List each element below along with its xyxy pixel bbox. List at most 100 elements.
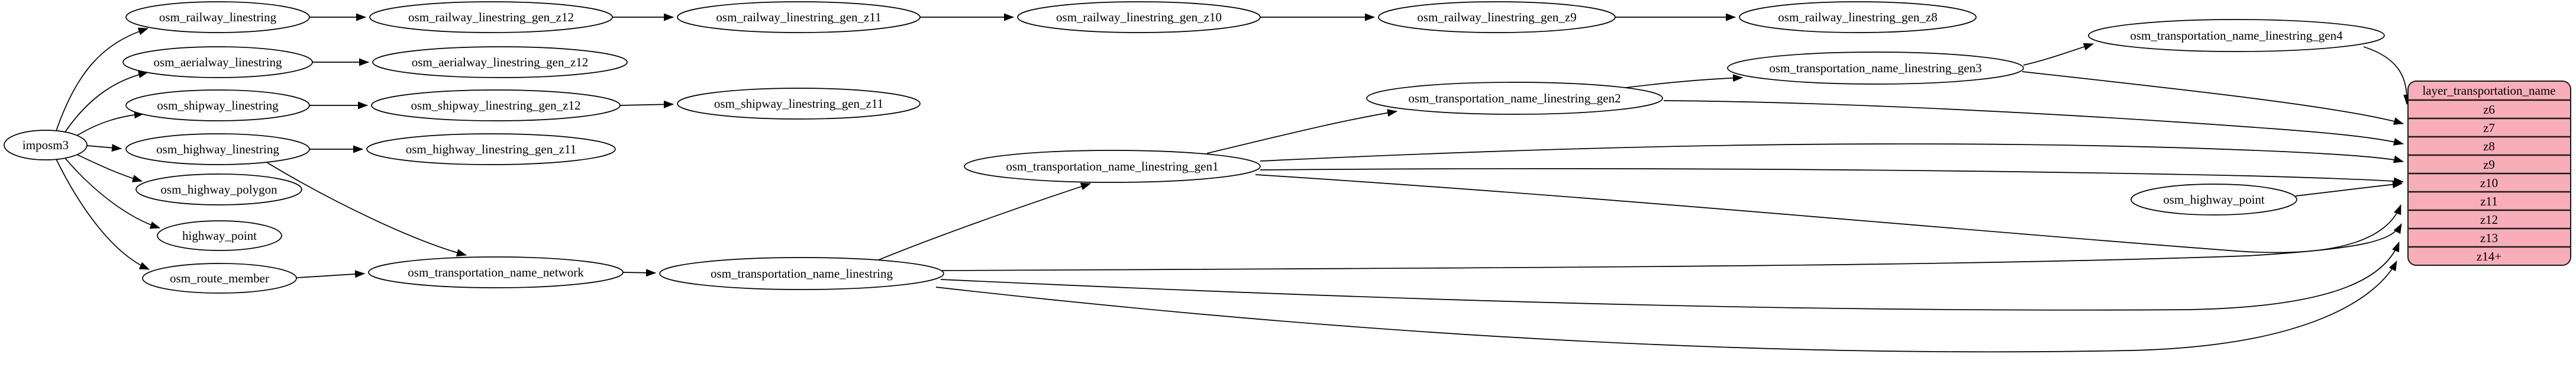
table-row-z12: z12: [2480, 213, 2498, 227]
node-osm_transportation_name_linestring-label: osm_transportation_name_linestring: [711, 266, 893, 281]
node-osm_railway_linestring: osm_railway_linestring: [125, 1, 310, 33]
edge-name_linestring-z13: [940, 242, 2400, 311]
node-osm_railway_linestring_gen_z9-shape: [1378, 1, 1616, 33]
edge-layer: [56, 13, 2412, 353]
node-osm_route_member: osm_route_member: [142, 263, 297, 294]
node-osm_transportation_name_network-shape: [368, 256, 624, 288]
edge-gen1-z9: [1260, 143, 2404, 163]
edge-gen4-z6: [2363, 46, 2412, 105]
edge-imposm3-osm_highway_linestring: [86, 144, 122, 152]
node-osm_highway_linestring_gen_z11: osm_highway_linestring_gen_z11: [366, 133, 616, 165]
table-row-z8: z8: [2483, 139, 2495, 153]
node-highway_point-label: highway_point: [182, 229, 257, 243]
node-osm_transportation_name_linestring_gen4-shape: [2088, 19, 2385, 52]
node-osm_transportation_name_linestring_gen3-label: osm_transportation_name_linestring_gen3: [1769, 61, 1981, 75]
table-row-z7: z7: [2483, 121, 2495, 135]
node-osm_shipway_linestring-shape: [125, 89, 310, 121]
node-osm_railway_linestring_gen_z10-shape: [1017, 1, 1261, 33]
node-osm_shipway_linestring: osm_shipway_linestring: [125, 89, 310, 121]
node-osm_shipway_linestring-label: osm_shipway_linestring: [157, 98, 279, 112]
node-osm_transportation_name_linestring_gen3: osm_transportation_name_linestring_gen3: [1727, 52, 2024, 85]
node-osm_railway_linestring_gen_z12-label: osm_railway_linestring_gen_z12: [408, 10, 574, 24]
node-osm_transportation_name_linestring_gen1: osm_transportation_name_linestring_gen1: [964, 150, 1261, 183]
node-osm_shipway_linestring_gen_z12: osm_shipway_linestring_gen_z12: [371, 89, 621, 121]
table-row-z14plus: z14+: [2477, 249, 2501, 263]
edge-gen1-z11: [1255, 174, 2401, 253]
node-osm_transportation_name_linestring-shape: [659, 257, 944, 290]
node-osm_highway_polygon-label: osm_highway_polygon: [160, 182, 277, 197]
node-osm_highway_polygon-shape: [135, 173, 302, 205]
node-osm_railway_linestring_gen_z8: osm_railway_linestring_gen_z8: [1739, 1, 1977, 33]
table-row-z10: z10: [2480, 176, 2498, 190]
node-osm_railway_linestring_gen_z8-label: osm_railway_linestring_gen_z8: [1778, 10, 1937, 24]
node-osm_transportation_name_linestring_gen2-label: osm_transportation_name_linestring_gen2: [1408, 91, 1621, 105]
node-osm_shipway_linestring_gen_z12-shape: [371, 89, 621, 121]
node-osm_transportation_name_linestring_gen3-shape: [1727, 52, 2024, 85]
node-osm_highway_linestring: osm_highway_linestring: [125, 133, 310, 165]
node-osm_aerialway_linestring_gen_z12-shape: [372, 46, 628, 78]
edge-osm_highway_linestring-name_network: [267, 162, 467, 257]
node-osm_aerialway_linestring: osm_aerialway_linestring: [122, 46, 313, 78]
edge-gen3-z7: [2022, 71, 2404, 125]
node-osm_highway_linestring_gen_z11-label: osm_highway_linestring_gen_z11: [406, 142, 577, 156]
node-osm_aerialway_linestring_gen_z12-label: osm_aerialway_linestring_gen_z12: [412, 55, 589, 69]
edge-imposm3-osm_highway_polygon: [76, 154, 143, 182]
node-osm_railway_linestring-label: osm_railway_linestring: [159, 10, 277, 24]
edge-gen1-gen2: [1206, 109, 1397, 154]
edge-imposm3-osm_shipway_linestring: [76, 111, 144, 136]
edge-imposm3-osm_railway_linestring: [56, 27, 149, 131]
edge-imposm3-osm_aerialway_linestring: [64, 70, 149, 133]
node-osm_railway_linestring_gen_z10-label: osm_railway_linestring_gen_z10: [1056, 10, 1222, 24]
node-imposm3: imposm3: [4, 130, 88, 160]
edge-osm_route_member-name_network: [296, 270, 365, 278]
node-osm_transportation_name_linestring_gen2: osm_transportation_name_linestring_gen2: [1366, 82, 1663, 115]
node-osm_transportation_name_linestring: osm_transportation_name_linestring: [659, 257, 944, 290]
node-osm_highway_linestring-label: osm_highway_linestring: [156, 142, 279, 156]
node-osm_highway_point: osm_highway_point: [2130, 184, 2297, 216]
node-osm_shipway_linestring_gen_z12-label: osm_shipway_linestring_gen_z12: [411, 98, 581, 112]
node-osm_shipway_linestring_gen_z11-shape: [677, 88, 921, 120]
edge-name_linestring-z12: [941, 223, 2402, 271]
node-osm_shipway_linestring_gen_z11-label: osm_shipway_linestring_gen_z11: [714, 97, 883, 111]
table-row-z13: z13: [2480, 231, 2498, 245]
node-osm_railway_linestring_gen_z9-label: osm_railway_linestring_gen_z9: [1417, 10, 1576, 24]
node-osm_railway_linestring_gen_z11: osm_railway_linestring_gen_z11: [677, 1, 921, 33]
node-osm_highway_linestring-shape: [125, 133, 310, 165]
node-osm_railway_linestring-shape: [125, 1, 310, 33]
node-osm_highway_polygon: osm_highway_polygon: [135, 173, 302, 205]
table-title: layer_transportation_name: [2422, 83, 2555, 98]
edge-gen3-gen4: [2023, 43, 2094, 66]
node-osm_railway_linestring_gen_z10: osm_railway_linestring_gen_z10: [1017, 1, 1261, 33]
node-osm_transportation_name_linestring_gen4-label: osm_transportation_name_linestring_gen4: [2130, 28, 2343, 43]
edge-gen1-z10: [1260, 168, 2404, 185]
node-osm_railway_linestring_gen_z11-label: osm_railway_linestring_gen_z11: [716, 10, 881, 24]
node-osm_highway_point-shape: [2130, 184, 2297, 216]
edge-imposm3-osm_route_member: [56, 159, 150, 270]
node-osm_railway_linestring_gen_z9: osm_railway_linestring_gen_z9: [1378, 1, 1616, 33]
node-osm_highway_point-label: osm_highway_point: [2163, 192, 2265, 207]
table-layer_transportation_name: layer_transportation_name z6 z7 z8 z9 z1…: [2407, 81, 2571, 266]
node-osm_transportation_name_linestring_gen1-label: osm_transportation_name_linestring_gen1: [1006, 159, 1218, 173]
node-osm_railway_linestring_gen_z12: osm_railway_linestring_gen_z12: [369, 1, 613, 33]
edge-name_linestring-gen1: [875, 182, 1091, 262]
edge-name_linestring-z14: [935, 261, 2397, 353]
node-imposm3-label: imposm3: [22, 138, 69, 152]
node-osm_route_member-label: osm_route_member: [170, 271, 269, 285]
edge-osm_highway_point-z10: [2295, 181, 2403, 197]
node-osm_aerialway_linestring-label: osm_aerialway_linestring: [154, 55, 282, 69]
node-osm_transportation_name_network-label: osm_transportation_name_network: [408, 265, 584, 279]
node-osm_transportation_name_linestring_gen4: osm_transportation_name_linestring_gen4: [2088, 19, 2385, 52]
node-osm_railway_linestring_gen_z11-shape: [677, 1, 921, 33]
node-osm_transportation_name_linestring_gen1-shape: [964, 150, 1261, 183]
node-osm_railway_linestring_gen_z8-shape: [1739, 1, 1977, 33]
node-osm_railway_linestring_gen_z12-shape: [369, 1, 613, 33]
table-row-z9: z9: [2483, 157, 2495, 172]
node-osm_transportation_name_network: osm_transportation_name_network: [368, 256, 624, 288]
node-osm_aerialway_linestring-shape: [122, 46, 313, 78]
edge-name_network-name_linestring: [622, 269, 656, 277]
node-highway_point-shape: [157, 220, 282, 251]
node-highway_point: highway_point: [157, 220, 282, 251]
edge-gen2-z8: [1663, 100, 2404, 146]
node-imposm3-shape: [4, 130, 88, 160]
